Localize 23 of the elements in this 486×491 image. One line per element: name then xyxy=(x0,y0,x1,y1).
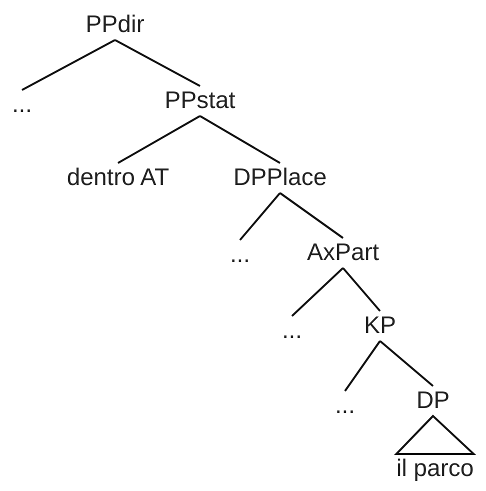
tree-branch xyxy=(114,39,200,87)
node-label: KP xyxy=(364,313,396,339)
node-label: AxPart xyxy=(306,240,380,266)
node-label: PPdir xyxy=(86,12,144,38)
node-label: ... xyxy=(282,318,302,344)
node-label: DP xyxy=(416,388,450,414)
node-label: il parco xyxy=(396,456,474,482)
node-label: PPstat xyxy=(164,88,236,114)
tree-branch xyxy=(291,267,344,317)
tree-branch xyxy=(342,267,381,312)
node-label: ... xyxy=(230,242,250,268)
tree-branch xyxy=(22,39,116,91)
tree-branch xyxy=(379,340,434,387)
node-label: dentro AT xyxy=(66,165,170,191)
node-label: ... xyxy=(335,393,355,419)
node-label: DPPlace xyxy=(233,165,327,191)
triangle-branch xyxy=(394,414,476,455)
node-label: ... xyxy=(12,92,32,118)
tree-branch xyxy=(118,115,200,164)
tree-branch xyxy=(239,192,281,241)
tree-branch xyxy=(279,192,344,239)
tree-branch xyxy=(344,340,381,392)
tree-branch xyxy=(200,115,280,164)
